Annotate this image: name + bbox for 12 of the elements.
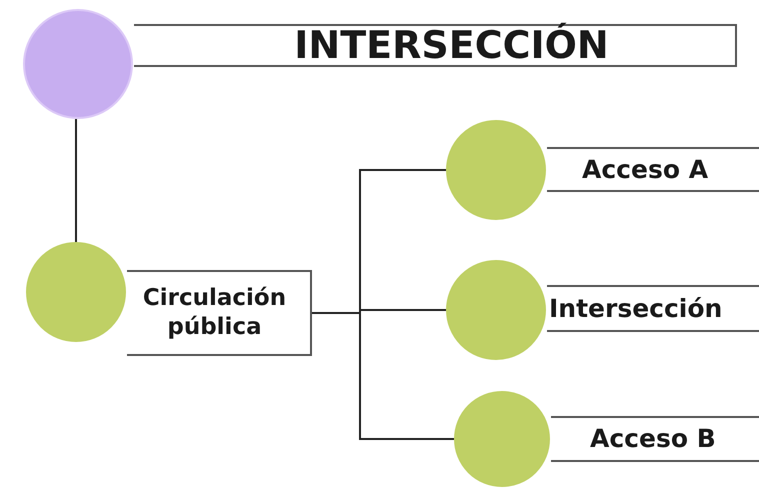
node-text: Intersección: [549, 292, 722, 324]
label-box: [547, 285, 759, 332]
node-text: Acceso A: [582, 154, 708, 186]
node-text: Circulación pública: [142, 284, 288, 342]
label-box: [551, 416, 759, 462]
connector-line: [75, 119, 77, 242]
label-box: [127, 270, 312, 356]
label-box: [134, 24, 737, 67]
node-text: Acceso B: [590, 423, 716, 455]
connector-line: [312, 312, 454, 440]
label-box: [547, 147, 759, 192]
node-text: INTERSECCIÓN: [294, 22, 609, 69]
